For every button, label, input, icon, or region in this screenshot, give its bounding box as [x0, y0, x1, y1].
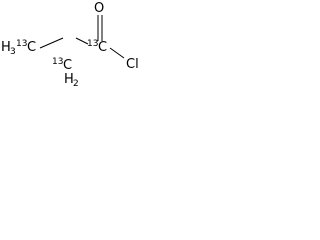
bond-carbonyl-chlorine — [109, 47, 125, 59]
oxygen-atom-label: O — [94, 1, 105, 16]
methylene-isotope-label: 13 — [52, 57, 64, 67]
molecule-structure: O H 3 13 C 13 C H 2 13 C Cl — [0, 0, 148, 91]
methylene-carbon-label: C — [63, 58, 73, 73]
bond-layer — [39, 15, 125, 59]
chlorine-atom-label: Cl — [126, 57, 139, 72]
methyl-hydrogen-label: H — [1, 40, 11, 55]
carbonyl-isotope-label: 13 — [87, 39, 99, 49]
methylene-hydrogen-label: H — [64, 72, 74, 87]
bond-methyl-methylene — [39, 37, 64, 49]
methyl-isotope-label: 13 — [16, 39, 28, 49]
methyl-carbon-label: C — [27, 40, 37, 55]
methylene-hydrogen-count: 2 — [73, 79, 79, 89]
carbonyl-carbon-label: C — [98, 40, 108, 55]
methyl-hydrogen-count: 3 — [10, 47, 16, 57]
bond-methylene-carbonyl — [75, 37, 89, 45]
